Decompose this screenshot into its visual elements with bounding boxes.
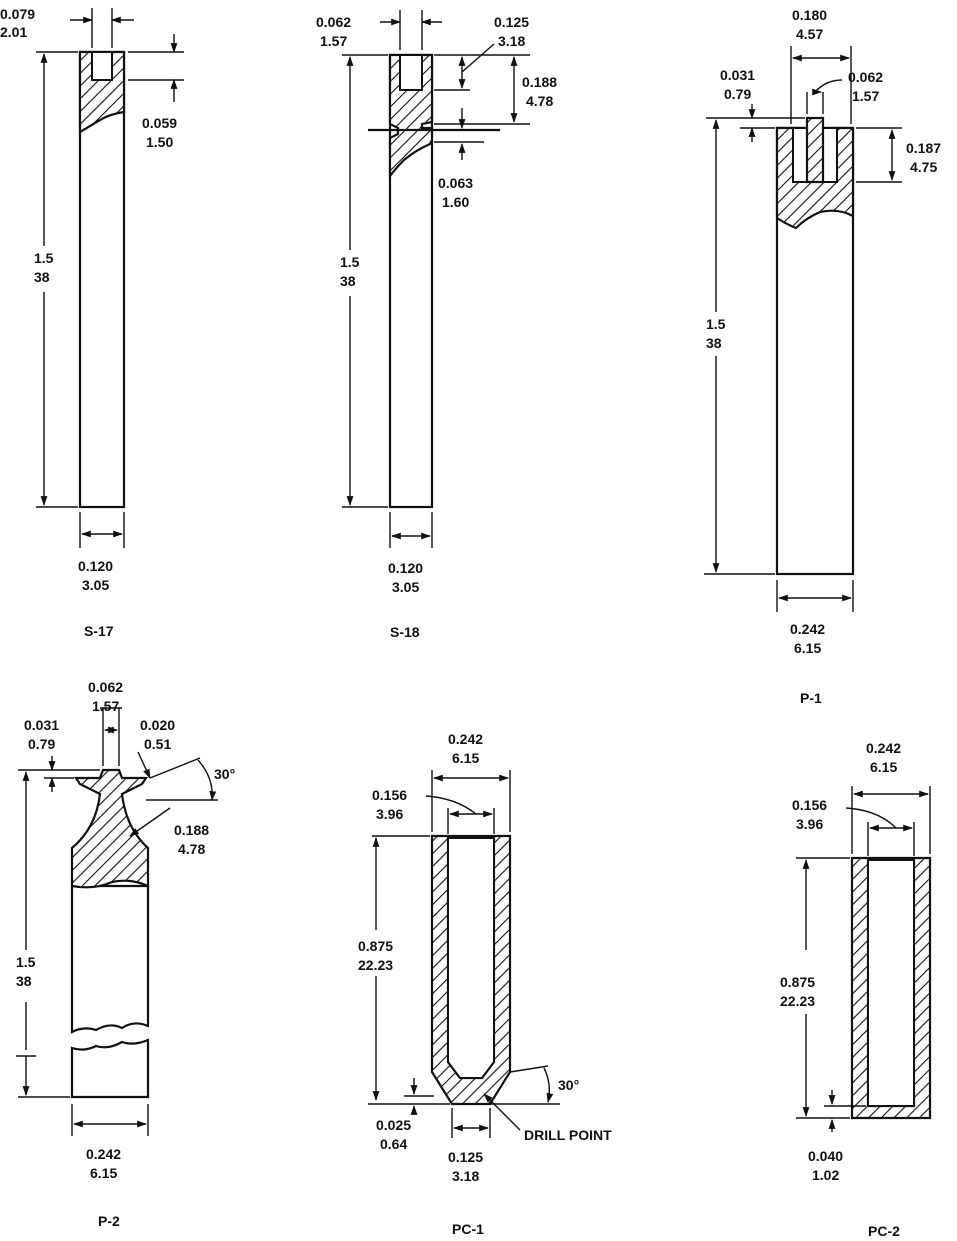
p2-lower-body (70, 1038, 150, 1099)
s18-slot-width-in: 0.062 (316, 14, 351, 30)
s17-length-in: 1.5 (34, 250, 54, 266)
pc1-depth-in: 0.875 (358, 938, 393, 954)
specimen-p2: 0.062 1.57 0.031 0.79 0.020 0.51 30° 0.1… (16, 679, 235, 1229)
p2-tip-height-in: 0.031 (24, 717, 59, 733)
s17-caption: S-17 (84, 623, 114, 639)
s18-head-depth-in: 0.188 (522, 74, 557, 90)
specimen-s18: 0.062 1.57 0.125 3.18 0.188 4.78 0.063 1… (316, 10, 557, 640)
pc1-angle: 30° (558, 1077, 579, 1093)
pc1-outer-width-in: 0.242 (448, 731, 483, 747)
p1-center-pin (805, 116, 825, 184)
p2-upper-body (70, 884, 150, 1034)
p1-slot-depth-mm: 4.75 (910, 159, 937, 175)
s18-width-mm: 3.05 (392, 579, 419, 595)
p2-width-in: 0.242 (86, 1146, 121, 1162)
p1-width-mm: 6.15 (794, 640, 821, 656)
s18-slot (399, 54, 423, 91)
p2-tip-width-mm: 1.57 (92, 698, 119, 714)
s18-slot-depth-in: 0.125 (494, 14, 529, 30)
pc1-caption: PC-1 (452, 1221, 484, 1237)
p2-caption: P-2 (98, 1213, 120, 1229)
p2-length-mm: 38 (16, 973, 32, 989)
s18-neck-mm: 1.60 (442, 194, 469, 210)
pc2-depth-mm: 22.23 (780, 993, 815, 1009)
p1-outer-slot-in: 0.180 (792, 7, 827, 23)
pc2-bore-in: 0.156 (792, 797, 827, 813)
p1-pin-protrusion-mm: 0.79 (724, 86, 751, 102)
s18-head-depth-mm: 4.78 (526, 93, 553, 109)
p2-tip-height-mm: 0.79 (28, 736, 55, 752)
p2-angle: 30° (214, 766, 235, 782)
pc1-drill-point-label: DRILL POINT (524, 1127, 612, 1143)
pc1-bore-mm: 3.96 (376, 806, 403, 822)
pc1-bore (447, 837, 495, 1079)
p1-pin-width-in: 0.062 (848, 69, 883, 85)
p2-radius-mm: 4.78 (178, 841, 205, 857)
p1-caption: P-1 (800, 690, 822, 706)
p2-radius-in: 0.188 (174, 822, 209, 838)
specimen-s17: 0.079 2.01 0.059 1.50 1.5 38 0.120 3.05 … (0, 6, 184, 639)
s18-slot-depth-mm: 3.18 (498, 33, 525, 49)
s17-slot-width-mm: 2.01 (0, 24, 27, 40)
p1-length-mm: 38 (706, 335, 722, 351)
pc2-caption: PC-2 (868, 1223, 900, 1239)
p2-lip-in: 0.020 (140, 717, 175, 733)
p2-lip-mm: 0.51 (144, 736, 171, 752)
pc1-hole-mm: 3.18 (452, 1168, 479, 1184)
pc2-bottom-in: 0.040 (808, 1148, 843, 1164)
specimen-pc1: 0.242 6.15 0.156 3.96 0.875 22.23 30° 0.… (358, 731, 612, 1237)
s17-width-mm: 3.05 (82, 577, 109, 593)
s17-width-in: 0.120 (78, 558, 113, 574)
pc1-outer-width-mm: 6.15 (452, 750, 479, 766)
p2-length-in: 1.5 (16, 954, 36, 970)
p1-width-in: 0.242 (790, 621, 825, 637)
pc2-bottom-mm: 1.02 (812, 1167, 839, 1183)
p1-length-in: 1.5 (706, 316, 726, 332)
pc1-bore-in: 0.156 (372, 787, 407, 803)
pc2-bore-mm: 3.96 (796, 816, 823, 832)
p2-tip-width-in: 0.062 (88, 679, 123, 695)
pc1-bottom-mm: 0.64 (380, 1136, 407, 1152)
p1-slot-depth-in: 0.187 (906, 140, 941, 156)
s17-slot-width-in: 0.079 (0, 6, 35, 22)
pc2-depth-in: 0.875 (780, 974, 815, 990)
p1-outer-slot-mm: 4.57 (796, 26, 823, 42)
s18-length-in: 1.5 (340, 254, 360, 270)
pc1-hole-in: 0.125 (448, 1149, 483, 1165)
s18-neck-in: 0.063 (438, 175, 473, 191)
s17-slot (91, 51, 113, 81)
s17-length-mm: 38 (34, 269, 50, 285)
pc1-bottom-in: 0.025 (376, 1117, 411, 1133)
specimen-p1: 0.180 4.57 0.062 1.57 0.031 0.79 0.187 4… (704, 7, 941, 706)
s17-slot-depth-in: 0.059 (142, 115, 177, 131)
p1-slot-right (822, 127, 838, 183)
s18-caption: S-18 (390, 624, 420, 640)
pc2-bore (867, 859, 915, 1107)
s17-slot-depth-mm: 1.50 (146, 134, 173, 150)
p1-pin-protrusion-in: 0.031 (720, 67, 755, 83)
s18-width-in: 0.120 (388, 560, 423, 576)
specimen-pc2: 0.242 6.15 0.156 3.96 0.875 22.23 0.040 … (780, 740, 932, 1239)
p2-width-mm: 6.15 (90, 1165, 117, 1181)
s18-length-mm: 38 (340, 273, 356, 289)
pc2-outer-width-mm: 6.15 (870, 759, 897, 775)
pc2-outer-width-in: 0.242 (866, 740, 901, 756)
p1-pin-width-mm: 1.57 (852, 88, 879, 104)
pc1-depth-mm: 22.23 (358, 957, 393, 973)
p2-head-section (70, 768, 150, 889)
p1-slot-left (792, 127, 808, 183)
s18-slot-width-mm: 1.57 (320, 33, 347, 49)
